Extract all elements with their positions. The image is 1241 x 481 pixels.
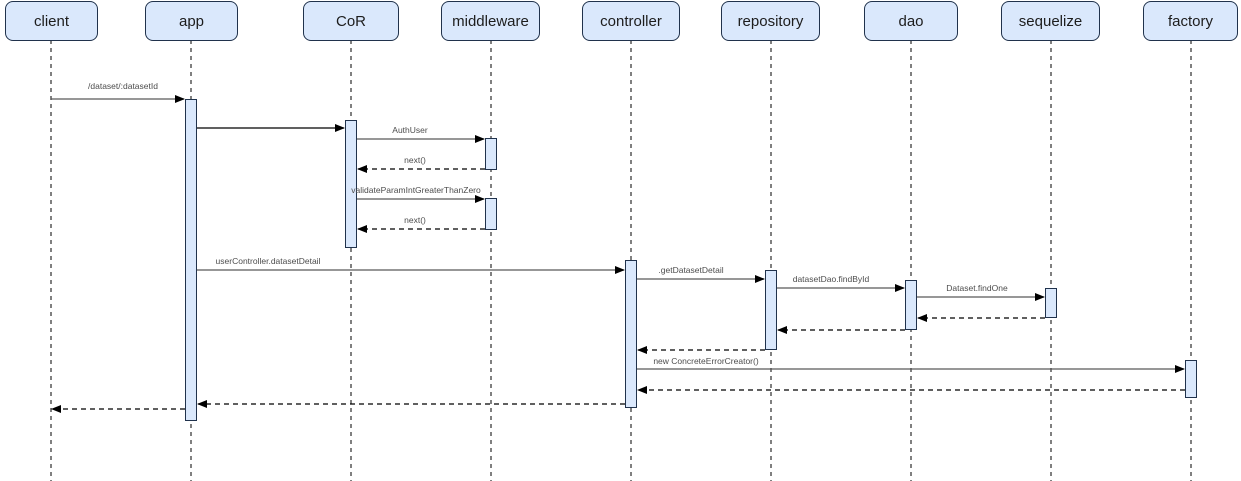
participant-box-factory[interactable]: factory (1143, 1, 1238, 41)
activation-bar-middleware (485, 198, 497, 230)
participant-label: middleware (452, 12, 529, 30)
participant-label: controller (600, 12, 662, 30)
message-label: next() (404, 155, 426, 165)
message-label: .getDatasetDetail (658, 265, 724, 275)
message-label: /dataset/:datasetId (88, 81, 158, 91)
participant-box-sequelize[interactable]: sequelize (1001, 1, 1100, 41)
messages-group (51, 95, 1185, 413)
activation-bar-app (185, 99, 197, 421)
participant-box-repository[interactable]: repository (721, 1, 820, 41)
message-label: userController.datasetDetail (215, 256, 321, 266)
participant-label: client (33, 12, 70, 30)
participant-box-dao[interactable]: dao (864, 1, 958, 41)
activation-bar-controller (625, 260, 637, 408)
message-label: validateParamIntGreaterThanZero (351, 185, 481, 195)
participant-label: repository (737, 12, 804, 30)
activation-bar-sequelize (1045, 288, 1057, 318)
participant-label: dao (898, 12, 924, 30)
activation-bar-dao (905, 280, 917, 330)
message-label: new ConcreteErrorCreator() (653, 356, 759, 366)
participant-box-app[interactable]: app (145, 1, 238, 41)
participant-label: CoR (335, 12, 366, 30)
activation-bar-cor (345, 120, 357, 248)
activation-bar-middleware (485, 138, 497, 170)
message-label: AuthUser (392, 125, 428, 135)
participant-box-middleware[interactable]: middleware (441, 1, 540, 41)
participant-label: sequelize (1018, 12, 1083, 30)
participant-box-client[interactable]: client (5, 1, 98, 41)
message-label: Dataset.findOne (946, 283, 1008, 293)
participant-label: app (178, 12, 205, 30)
participant-box-controller[interactable]: controller (582, 1, 680, 41)
participant-label: factory (1167, 12, 1213, 30)
message-label: datasetDao.findById (792, 274, 870, 284)
activation-bar-factory (1185, 360, 1197, 398)
message-label: next() (404, 215, 426, 225)
participant-box-cor[interactable]: CoR (303, 1, 399, 41)
activation-bar-repository (765, 270, 777, 350)
